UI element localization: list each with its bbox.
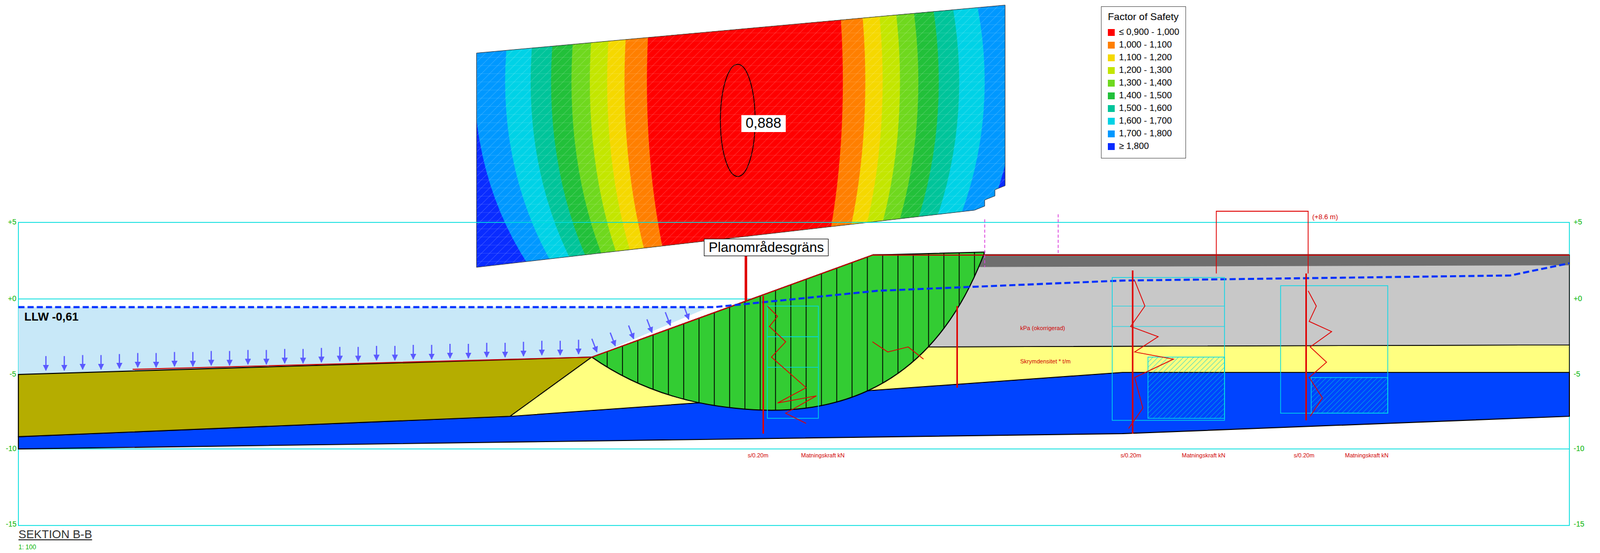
- label-text: kPa (okorrigerad): [1020, 324, 1066, 332]
- legend-swatch: [1107, 130, 1115, 138]
- legend-swatch: [1107, 41, 1115, 49]
- legend-swatch: [1107, 29, 1115, 36]
- label-text: +5: [1573, 217, 1583, 227]
- label-text: s/0.20m: [1120, 452, 1142, 459]
- sounding-logs: [763, 211, 1388, 434]
- legend-text: ≥ 1,800: [1118, 140, 1150, 152]
- legend-swatch: [1107, 92, 1115, 100]
- legend-row: 1,400 - 1,500: [1107, 89, 1180, 102]
- label-text: -15: [1573, 519, 1585, 529]
- legend-row: 1,200 - 1,300: [1107, 63, 1180, 77]
- legend-text: 1,400 - 1,500: [1118, 90, 1172, 101]
- label-text: -10: [1573, 444, 1585, 453]
- label-text: Matningskraft kN: [1344, 452, 1389, 459]
- legend-swatch: [1107, 54, 1115, 62]
- label-text: -10: [5, 444, 17, 453]
- legend-text: 1,300 - 1,400: [1118, 77, 1172, 89]
- legend-text: 1,000 - 1,100: [1118, 39, 1172, 51]
- soil-layer: [18, 356, 592, 437]
- slip-surface: [591, 251, 985, 411]
- legend-row: 1,500 - 1,600: [1107, 101, 1180, 115]
- slices: [607, 245, 975, 429]
- label-text: LLW -0,61: [24, 309, 79, 324]
- section-title: SEKTION B-B: [18, 527, 92, 541]
- label-text: -15: [5, 519, 17, 529]
- legend-swatch: [1107, 67, 1115, 74]
- legend-swatch: [1107, 105, 1115, 112]
- min-fos-box: 0,888: [741, 115, 786, 133]
- legend-title-slot: Factor of Safety: [1107, 11, 1180, 23]
- label-text: s/0.20m: [1293, 452, 1315, 459]
- boundary-label-box: Planområdesgräns: [703, 238, 829, 257]
- label-text: Matningskraft kN: [1181, 452, 1226, 459]
- label-text: Skrymdensitet * t/m: [1020, 358, 1071, 365]
- groundwater-line: [18, 262, 1570, 307]
- legend-swatch: [1107, 117, 1115, 125]
- ground-surface: [132, 255, 1570, 370]
- grid-frame: [18, 222, 1570, 526]
- legend-text: 1,700 - 1,800: [1118, 128, 1172, 139]
- legend-text: 1,500 - 1,600: [1118, 102, 1172, 114]
- label-text: s/0.20m: [747, 452, 769, 459]
- legend-title: Factor of Safety: [1107, 11, 1180, 23]
- label-text: -5: [9, 369, 16, 379]
- label-text: +0: [7, 294, 17, 303]
- label-text: Matningskraft kN: [801, 452, 845, 459]
- label-text: 1: 100: [18, 543, 36, 552]
- legend-row: 1,100 - 1,200: [1107, 51, 1180, 64]
- node-text: 0,888: [745, 115, 782, 132]
- label-text: -5: [1573, 369, 1580, 379]
- legend-swatch: [1107, 143, 1115, 150]
- legend-text: ≤ 0,900 - 1,000: [1118, 26, 1180, 38]
- label-text: +0: [1573, 294, 1583, 303]
- legend-box: Factor of Safety ≤ 0,900 - 1,0001,000 - 1…: [1100, 6, 1187, 159]
- legend-row: ≤ 0,900 - 1,000: [1107, 25, 1180, 39]
- node-text: Planområdesgräns: [708, 239, 824, 256]
- legend-row: 1,700 - 1,800: [1107, 127, 1180, 140]
- legend-row: 1,600 - 1,700: [1107, 114, 1180, 128]
- legend-text: 1,200 - 1,300: [1118, 64, 1172, 76]
- legend-row: 1,300 - 1,400: [1107, 76, 1180, 90]
- legend-row: 1,000 - 1,100: [1107, 38, 1180, 52]
- water-pressure-arrows: [45, 307, 689, 371]
- legend-text: 1,100 - 1,200: [1118, 52, 1172, 63]
- legend-swatch: [1107, 79, 1115, 87]
- label-text: (+8.6 m): [1312, 213, 1339, 222]
- legend-text: 1,600 - 1,700: [1118, 115, 1172, 127]
- label-text: +5: [7, 217, 17, 227]
- boundary-leader: [744, 256, 748, 301]
- legend-row: ≥ 1,800: [1107, 139, 1180, 153]
